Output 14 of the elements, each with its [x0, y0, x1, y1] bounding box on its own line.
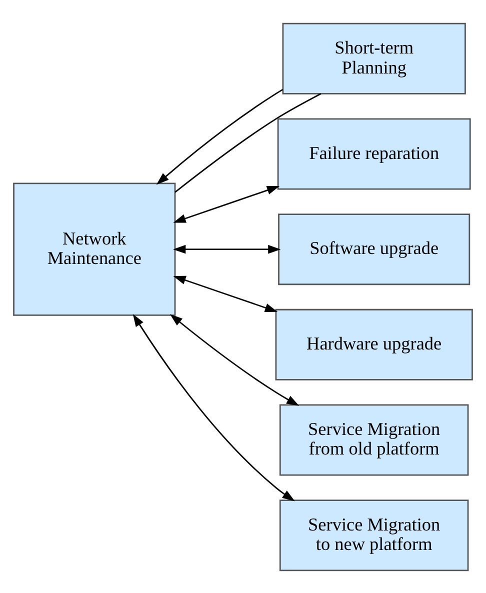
node-box: Failure reparation: [277, 118, 471, 190]
node-box: Network Maintenance: [13, 182, 176, 316]
arrow: [173, 185, 280, 222]
connector: [174, 92, 322, 192]
node-box: Short-term Planning: [282, 22, 466, 94]
node-box: Hardware upgrade: [275, 308, 473, 380]
arrow: [173, 244, 281, 254]
node-box: Service Migration to new platform: [279, 499, 469, 571]
arrow: [156, 88, 284, 184]
node-box: Software upgrade: [278, 213, 470, 285]
arrow: [170, 314, 300, 406]
node-box: Service Migration from old platform: [279, 404, 469, 476]
arrow: [132, 313, 295, 501]
arrow: [173, 275, 278, 312]
